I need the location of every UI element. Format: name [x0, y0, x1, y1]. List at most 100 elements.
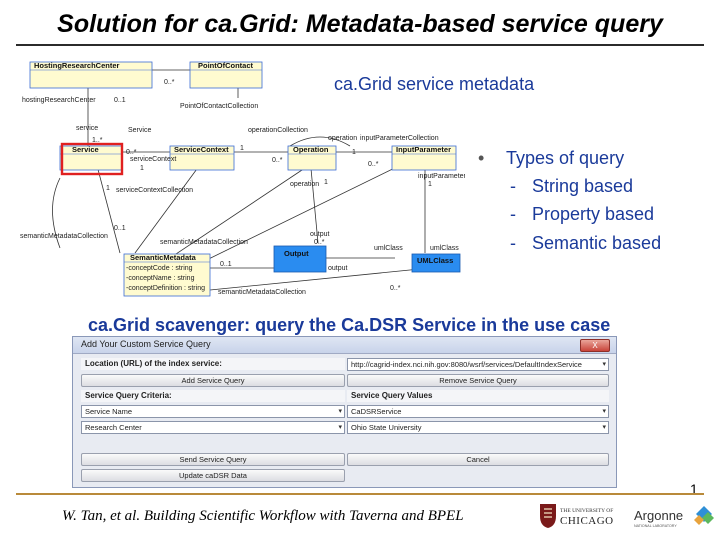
cancel-button[interactable]: Cancel — [347, 453, 609, 466]
criteria-select-service-name[interactable]: Service Name ▾ — [81, 405, 345, 418]
dialog-titlebar: Add Your Custom Service Query X — [73, 337, 616, 354]
uml-role-label: PointOfContactCollection — [180, 103, 258, 110]
uml-multiplicity: 0..* — [164, 79, 175, 86]
uml-role-label: output — [328, 265, 348, 272]
slide-title: Solution for ca.Grid: Metadata-based ser… — [57, 10, 663, 38]
chevron-down-icon: ▾ — [602, 361, 606, 368]
chevron-down-icon: ▾ — [338, 424, 342, 431]
class-uml-class: UMLClass — [411, 253, 461, 273]
dialog-title: Add Your Custom Service Query — [81, 339, 211, 349]
class-service-context: ServiceContext — [169, 145, 235, 171]
uml-multiplicity: 0..* — [126, 149, 137, 156]
query-type-item: -String based — [510, 176, 634, 196]
footer-citation: W. Tan, et al. Building Scientific Workf… — [62, 508, 464, 524]
uml-multiplicity: 0..* — [272, 157, 283, 164]
uml-multiplicity: 0..1 — [114, 225, 126, 232]
uml-role-label: umlClass — [374, 245, 403, 252]
service-highlight — [60, 142, 124, 176]
uml-role-label: semanticMetadataCollection — [160, 239, 248, 246]
query-types-heading: Types of query — [506, 148, 625, 168]
uml-multiplicity: 0..* — [390, 285, 401, 292]
close-button[interactable]: X — [580, 339, 610, 352]
class-service-context-label: ServiceContext — [174, 145, 229, 154]
class-point-of-contact: PointOfContact — [189, 61, 263, 89]
chevron-down-icon: ▾ — [338, 408, 342, 415]
class-input-parameter-label: InputParameter — [396, 145, 451, 154]
add-service-query-button[interactable]: Add Service Query — [81, 374, 345, 387]
update-cadsr-button[interactable]: Update caDSR Data — [81, 469, 345, 482]
class-hosting-label: HostingResearchCenter — [34, 61, 120, 70]
uml-multiplicity: 1 — [428, 181, 432, 188]
values-label: Service Query Values — [347, 390, 609, 402]
value-select-cadsr[interactable]: CaDSRService ▾ — [347, 405, 609, 418]
class-uml-class-label: UMLClass — [417, 256, 453, 265]
uchicago-top-text: THE UNIVERSITY OF — [560, 508, 613, 514]
uml-role-label: inputParameterCollection — [360, 135, 439, 142]
chevron-down-icon: ▾ — [602, 408, 606, 415]
uml-multiplicity: 0..1 — [220, 261, 232, 268]
uml-role-label: inputParameter — [418, 173, 465, 180]
title-divider — [16, 44, 704, 46]
value-select-osu[interactable]: Ohio State University ▾ — [347, 421, 609, 434]
service-query-dialog: Add Your Custom Service Query X Location… — [72, 336, 617, 488]
send-service-query-button[interactable]: Send Service Query — [81, 453, 345, 466]
location-url-field[interactable]: http://cagrid-index.nci.nih.gov:8080/wsr… — [347, 358, 609, 371]
uchicago-main-text: CHICAGO — [560, 515, 614, 527]
class-semantic-metadata: SemanticMetadata -conceptCode : string -… — [123, 253, 211, 297]
class-output: Output — [273, 245, 327, 273]
uchicago-logo: THE UNIVERSITY OF CHICAGO — [540, 504, 614, 528]
uml-role-label: operationCollection — [248, 127, 308, 134]
uml-multiplicity: 1..* — [92, 137, 103, 144]
uml-role-label: Service — [128, 127, 151, 134]
query-value: Ohio State University — [351, 423, 422, 432]
uml-multiplicity: 0..* — [368, 161, 379, 168]
bullet-icon: • — [478, 148, 485, 168]
uml-multiplicity: 0..* — [314, 239, 325, 246]
query-type-item: -Property based — [510, 204, 655, 224]
class-output-label: Output — [284, 249, 309, 258]
footer-divider — [16, 493, 704, 495]
uml-role-label: operation — [328, 135, 357, 142]
criteria-select-research-center[interactable]: Research Center ▾ — [81, 421, 345, 434]
semantic-attr-concept-name: -conceptName : string — [126, 275, 195, 282]
uml-multiplicity: 1 — [324, 179, 328, 186]
shield-icon — [540, 504, 556, 528]
uml-multiplicity: 1 — [140, 165, 144, 172]
page-number: 1 — [690, 481, 698, 497]
uml-role-label: umlClass — [430, 245, 459, 252]
query-type-label: String based — [532, 176, 634, 196]
class-hosting-research-center: HostingResearchCenter — [29, 61, 153, 89]
class-operation-label: Operation — [293, 145, 329, 154]
remove-service-query-button[interactable]: Remove Service Query — [347, 374, 609, 387]
query-type-item: -Semantic based — [510, 233, 662, 253]
uml-multiplicity: 1 — [106, 185, 110, 192]
query-type-label: Semantic based — [532, 233, 662, 253]
uml-role-label: semanticMetadataCollection — [218, 289, 306, 296]
uml-class-diagram: HostingResearchCenter PointOfContact Ser… — [20, 61, 465, 297]
uml-multiplicity: 1 — [352, 149, 356, 156]
argonne-sub-text: NATIONAL LABORATORY — [634, 524, 677, 528]
uml-role-label: hostingResearchCenter — [22, 97, 96, 104]
criteria-label: Service Query Criteria: — [81, 390, 345, 402]
location-label: Location (URL) of the index service: — [81, 358, 345, 370]
uml-role-label: service — [76, 125, 98, 132]
uml-role-label: output — [310, 231, 330, 238]
uml-role-label: serviceContextCollection — [116, 187, 193, 194]
criteria-value: Research Center — [85, 423, 142, 432]
chevron-down-icon: ▾ — [602, 424, 606, 431]
uml-role-label: operation — [290, 181, 319, 188]
semantic-attr-concept-code: -conceptCode : string — [126, 265, 193, 272]
class-operation: Operation — [287, 145, 337, 171]
service-metadata-label: ca.Grid service metadata — [334, 74, 535, 94]
class-service-label: Service — [72, 145, 99, 154]
argonne-text: Argonne — [634, 508, 683, 523]
uml-multiplicity: 1 — [240, 145, 244, 152]
class-semantic-metadata-label: SemanticMetadata — [130, 253, 197, 262]
class-service: Service — [59, 142, 124, 176]
argonne-logo: Argonne NATIONAL LABORATORY — [634, 506, 714, 528]
uml-multiplicity: 0..1 — [114, 97, 126, 104]
query-type-label: Property based — [532, 204, 655, 224]
criteria-value: Service Name — [85, 407, 133, 416]
location-url-value: http://cagrid-index.nci.nih.gov:8080/wsr… — [351, 360, 582, 369]
query-value: CaDSRService — [351, 407, 402, 416]
